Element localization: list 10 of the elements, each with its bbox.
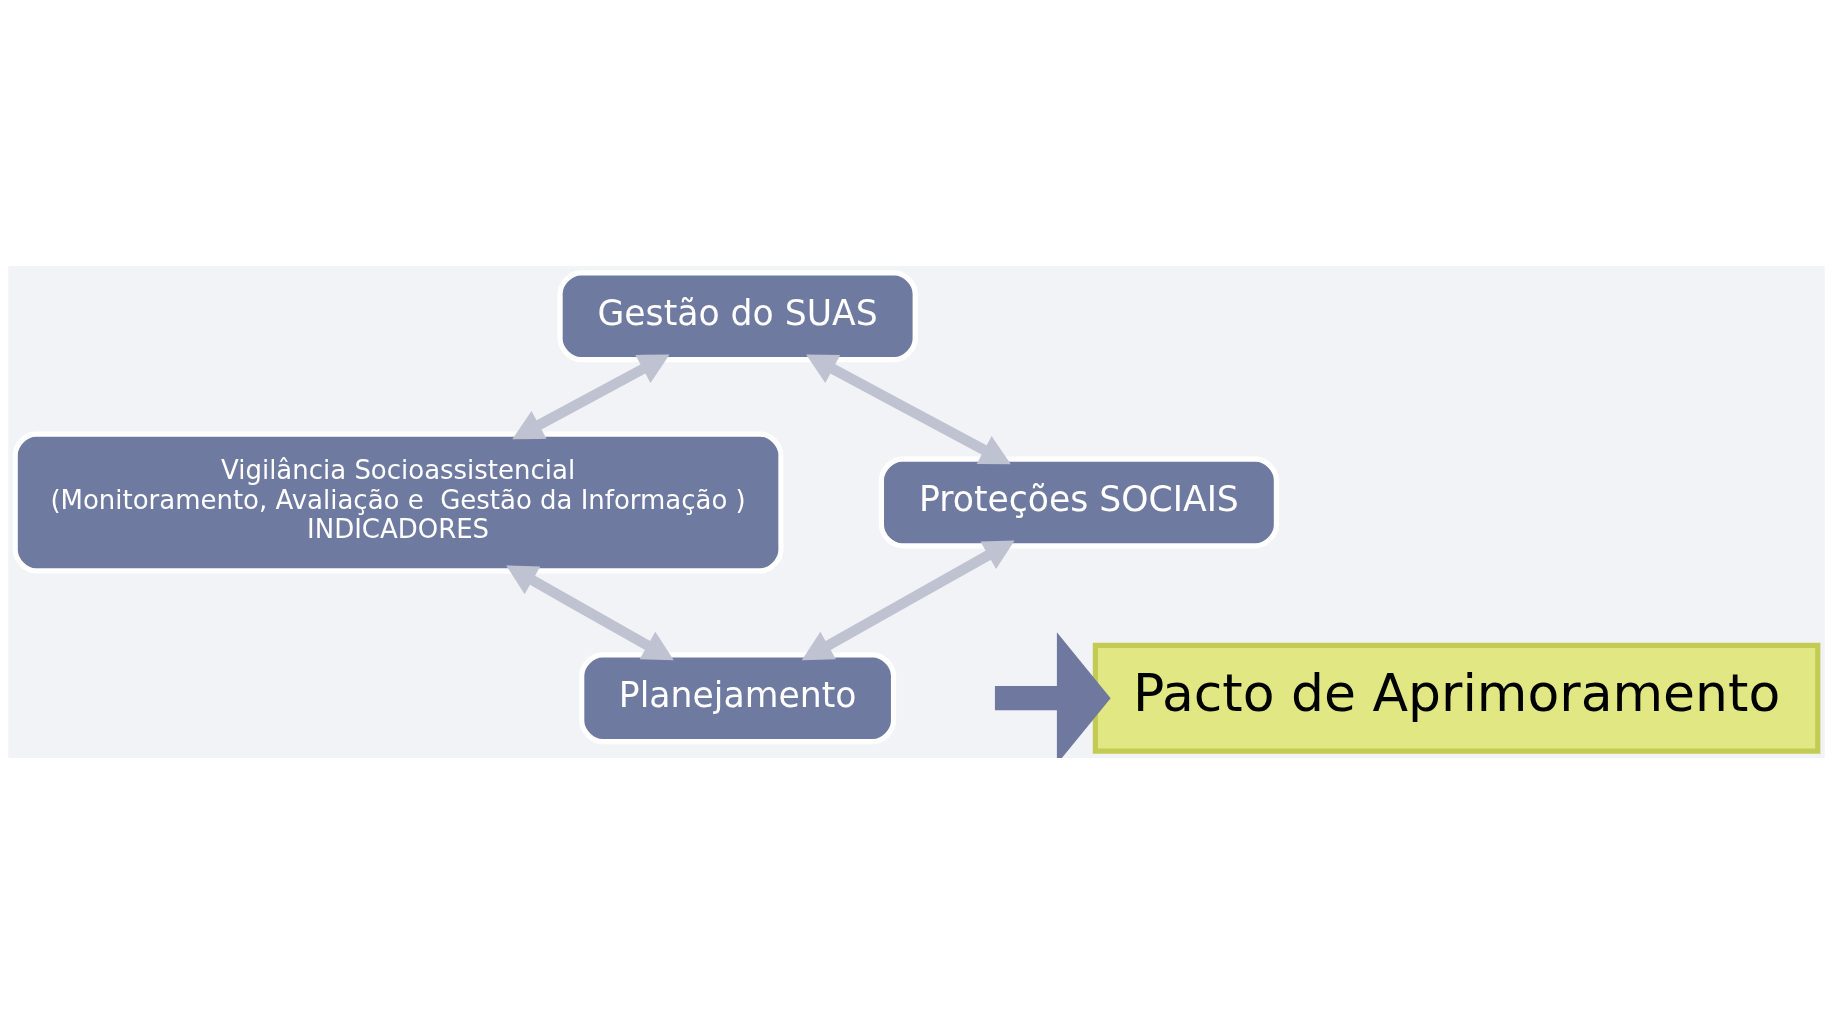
node-box: Proteções SOCIAIS	[878, 456, 1279, 549]
node-box: Vigilância Socioassistencial (Monitoramento, Avaliação e Gestão da Informação ) INDICADORES	[12, 431, 784, 574]
arrow	[806, 354, 1011, 465]
node-box: Gestão do SUAS	[557, 270, 918, 363]
arrow	[506, 565, 674, 661]
arrow	[512, 354, 670, 440]
node-box: Pacto de Aprimoramento	[1092, 642, 1821, 754]
node-box: Planejamento	[579, 652, 897, 745]
arrow	[994, 632, 1111, 758]
arrow	[801, 540, 1015, 661]
